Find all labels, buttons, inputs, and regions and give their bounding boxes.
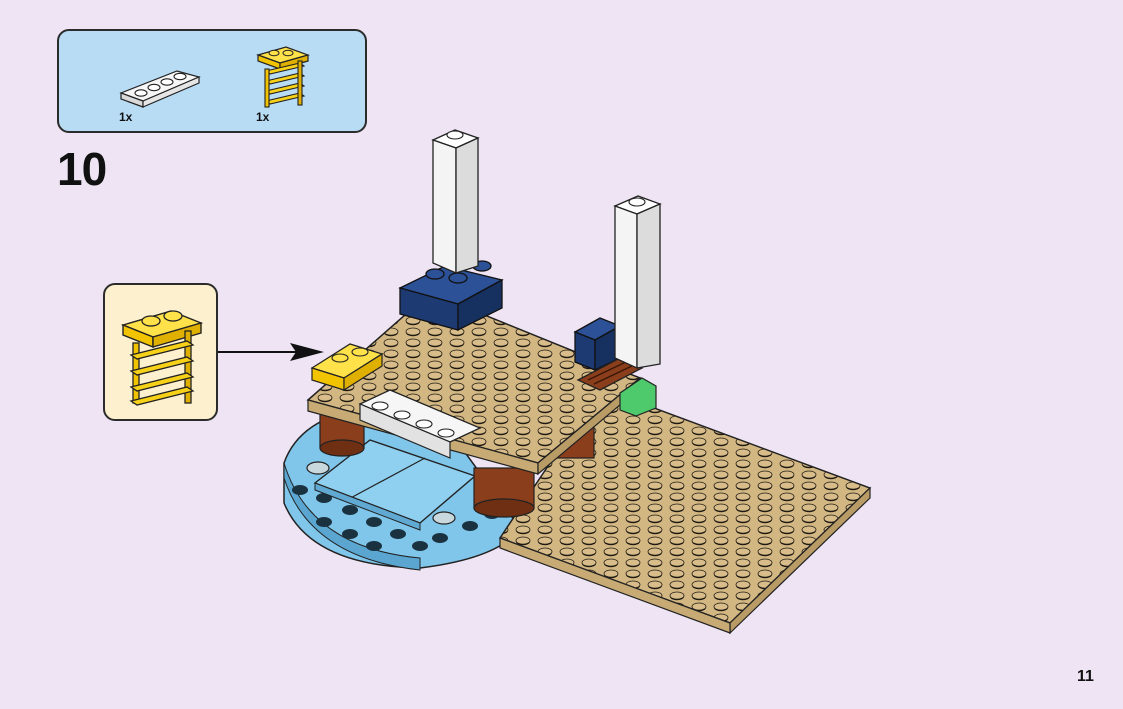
build-model-illustration bbox=[270, 118, 880, 628]
white-1x4-plate-icon bbox=[117, 59, 207, 109]
sub-assembly-callout bbox=[103, 283, 218, 421]
yellow-ladder-bracket-icon bbox=[117, 299, 207, 409]
page-number: 11 bbox=[1077, 668, 1094, 686]
parts-quantity-2: 1x bbox=[256, 110, 269, 124]
yellow-ladder-bracket-icon bbox=[252, 41, 312, 111]
parts-quantity-1: 1x bbox=[119, 110, 132, 124]
step-number: 10 bbox=[57, 146, 106, 192]
